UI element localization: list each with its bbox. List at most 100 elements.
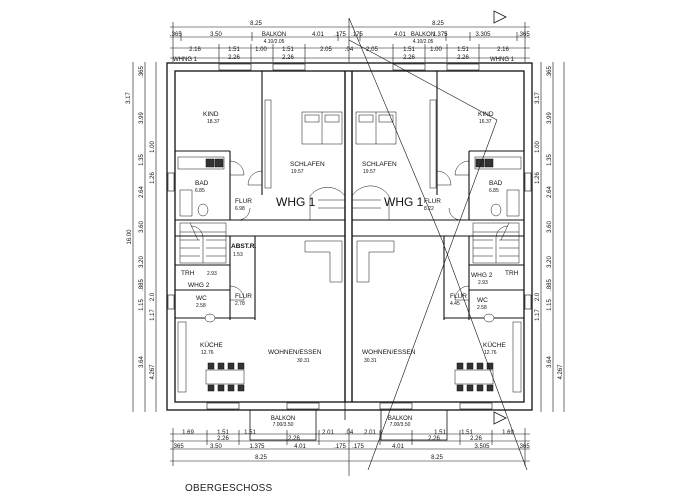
dim-bot-r3-8: .365	[518, 444, 530, 450]
dim-top-r2-8: .365	[518, 32, 530, 38]
dim-top-r3-7: 1.51	[403, 47, 415, 53]
dim-left-5: 1.26	[150, 172, 156, 184]
dim-left-9: .885	[139, 279, 145, 291]
room-wohnen-right: WOHNEN/ESSEN	[362, 349, 416, 356]
dim-top-total-left: 8.25	[250, 21, 262, 27]
room-flur1-right-area: 8.22	[424, 206, 434, 212]
dim-left-6: 2.64	[139, 186, 145, 198]
dim-right-9: .885	[547, 279, 553, 291]
dim-top-r2-1: 3.50	[210, 32, 222, 38]
dim-bot-r2-2: 2.26	[428, 436, 440, 442]
dim-bot-r3-4: .175	[334, 444, 346, 450]
room-wohnen-left-area: 30.31	[297, 358, 310, 364]
dim-left-11: 1.15	[139, 299, 145, 311]
room-schlafen-left-area: 19.57	[291, 169, 304, 175]
dim-bot-r2-0: 2.26	[217, 436, 229, 442]
dim-right-0: .365	[547, 66, 553, 78]
dim-left-8: 3.20	[139, 256, 145, 268]
room-bad-right: BAD	[489, 180, 503, 187]
room-kueche-left: KÜCHE	[200, 341, 223, 349]
bathroom-fixtures	[177, 156, 522, 323]
staircase-center	[309, 185, 390, 220]
dim-top-r4-3: 2.26	[457, 55, 469, 61]
room-kind-right-area: 16.37	[479, 119, 492, 125]
dim-right-6: 2.64	[547, 186, 553, 198]
dim-top-r3-1: 1.51	[228, 47, 240, 53]
dim-top-r2-2: 4.01	[312, 32, 324, 38]
room-kind-left: KIND	[203, 111, 219, 118]
dim-left-2: 3.99	[139, 112, 145, 124]
dim-top-r4-1: 2.26	[282, 55, 294, 61]
door-swings	[229, 160, 470, 301]
top-dimension-texts: 8.25 8.25 .365 3.50 4.01 .175 .175 4.01 …	[170, 21, 530, 61]
room-kueche-right-area: 12.76	[484, 350, 497, 356]
dim-right-13: 3.64	[547, 356, 553, 368]
room-kind-right: KIND	[478, 111, 494, 118]
dim-top-r2-5: 4.01	[394, 32, 406, 38]
dim-right-11: 1.15	[547, 299, 553, 311]
dim-right-4: 1.00	[535, 141, 541, 153]
staircase-left	[179, 222, 227, 264]
whng-right-label: WHNG 1	[490, 57, 515, 63]
room-whg2-right: WHG 2	[471, 272, 493, 279]
dim-bot-r1-7: 1.51	[461, 430, 473, 436]
room-kueche-left-area: 12.76	[201, 350, 214, 356]
dim-right-1: 3.17	[535, 92, 541, 104]
dim-bot-total-right: 8.25	[431, 455, 443, 461]
room-kind-left-area: 18.37	[207, 119, 220, 125]
interior-walls	[175, 71, 524, 320]
dim-top-r3-6: 2.05	[366, 47, 378, 53]
room-wohnen-left: WOHNEN/ESSEN	[268, 349, 322, 356]
dim-left-3: 1.35	[139, 154, 145, 166]
balconies-bottom	[249, 402, 448, 441]
dim-right-2: 3.99	[547, 112, 553, 124]
dim-left-1: 3.17	[126, 92, 132, 104]
top-dimension-lines	[170, 18, 530, 62]
dim-left-10: 2.0	[150, 292, 156, 301]
bottom-dimension-lines	[170, 428, 530, 476]
staircase-right	[472, 222, 520, 264]
balkon-top-right-size: 4.10/2.05	[413, 39, 434, 45]
dim-left-total: 16.00	[127, 229, 133, 245]
room-schlafen-right: SCHLAFEN	[362, 161, 397, 168]
dim-bot-r2-1: 2.26	[288, 436, 300, 442]
dim-bot-r1-1: 1.51	[217, 430, 229, 436]
room-wc-left: WC	[196, 295, 207, 302]
dim-left-12: 1.17	[150, 309, 156, 321]
beds	[264, 99, 437, 189]
room-whg2-left: WHG 2	[188, 282, 210, 289]
room-flur1-left-area: 6.98	[235, 206, 245, 212]
dim-bot-r3-2: 1.375	[249, 444, 265, 450]
balkon-bottom-right-label: BALKON	[388, 416, 412, 422]
room-wohnen-right-area: 30.31	[364, 358, 377, 364]
balkon-bottom-right-size: 7.00/3.50	[390, 422, 411, 428]
room-bad-left-area: 6.85	[195, 188, 205, 194]
dim-top-r3-2: 1.00	[255, 47, 267, 53]
dim-bot-r1-5: 2.01	[364, 430, 376, 436]
dim-top-r2-4: .175	[351, 32, 363, 38]
room-flur2-left-area: 2.78	[235, 301, 245, 307]
room-abstr-left-area: 1.53	[233, 252, 243, 258]
room-wc-right: WC	[477, 297, 488, 304]
dim-top-r3-4: 2.05	[320, 47, 332, 53]
room-flur2-left: FLUR	[235, 293, 252, 300]
dim-bot-r3-1: 3.50	[210, 444, 222, 450]
dim-top-r3-10: 2.16	[497, 47, 509, 53]
dim-bot-r3-0: .365	[172, 444, 184, 450]
windows	[167, 63, 532, 410]
dim-bot-r1-3: 2.01	[322, 430, 334, 436]
balkon-bottom-left-label: BALKON	[271, 416, 295, 422]
dim-bot-r2-3: 2.26	[470, 436, 482, 442]
room-trh-left-area: 2.93	[207, 271, 217, 277]
dim-bot-r1-0: 1.69	[182, 430, 194, 436]
room-schlafen-right-area: 19.57	[363, 169, 376, 175]
dim-top-r4-2: 2.26	[403, 55, 415, 61]
balkon-bottom-left-size: 7.00/3.50	[273, 422, 294, 428]
dim-left-13: 3.64	[139, 356, 145, 368]
dim-top-r3-9: 1.51	[457, 47, 469, 53]
dim-top-r3-3: 1.51	[282, 47, 294, 53]
room-trh-left: TRH	[181, 270, 195, 277]
dim-bot-r3-5: .175	[352, 444, 364, 450]
dim-bot-total-left: 8.25	[255, 455, 267, 461]
